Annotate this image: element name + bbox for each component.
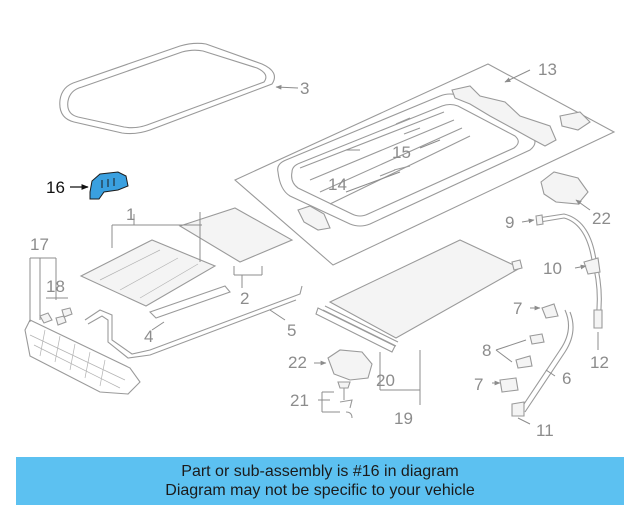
callout-19: 19 bbox=[394, 409, 413, 428]
callout-2: 2 bbox=[240, 289, 249, 308]
callout-14: 14 bbox=[328, 175, 347, 194]
callout-7-upper: 7 bbox=[513, 299, 522, 318]
drain-hose-part bbox=[521, 213, 603, 350]
callout-12: 12 bbox=[590, 353, 609, 372]
callout-13: 13 bbox=[538, 60, 557, 79]
shade-panel-part bbox=[79, 207, 294, 307]
sunshade-part bbox=[315, 239, 523, 405]
glass-panel-part bbox=[59, 42, 299, 135]
callout-15: 15 bbox=[392, 143, 411, 162]
callout-17: 17 bbox=[30, 235, 49, 254]
callout-16: 16 bbox=[46, 178, 65, 197]
callout-11: 11 bbox=[536, 421, 554, 440]
info-banner: Part or sub-assembly is #16 in diagram D… bbox=[16, 457, 624, 505]
parts-diagram: 3 13 15 14 16 1 17 18 2 4 5 9 22 10 7 8 … bbox=[24, 42, 616, 440]
callout-3: 3 bbox=[300, 79, 309, 98]
callout-4: 4 bbox=[144, 327, 153, 346]
part-16-highlighted[interactable] bbox=[70, 171, 129, 200]
drain-tube-part bbox=[492, 303, 574, 425]
callout-22-upper: 22 bbox=[592, 209, 611, 228]
banner-line-2: Diagram may not be specific to your vehi… bbox=[165, 482, 475, 499]
banner-line-1: Part or sub-assembly is #16 in diagram bbox=[181, 463, 459, 480]
wind-deflector-part bbox=[24, 257, 141, 395]
sunroof-frame-part bbox=[233, 63, 616, 266]
callout-9: 9 bbox=[505, 213, 514, 232]
guide-rails-part bbox=[84, 266, 303, 359]
callout-10: 10 bbox=[543, 259, 562, 278]
callout-6: 6 bbox=[562, 369, 571, 388]
screw-part bbox=[318, 381, 353, 419]
callout-1: 1 bbox=[126, 205, 135, 224]
callout-18: 18 bbox=[46, 277, 65, 296]
callout-5: 5 bbox=[287, 321, 296, 340]
callout-8: 8 bbox=[482, 341, 491, 360]
callout-labels: 3 13 15 14 16 1 17 18 2 4 5 9 22 10 7 8 … bbox=[30, 60, 611, 440]
callout-21: 21 bbox=[290, 391, 309, 410]
control-switch-part bbox=[314, 171, 591, 381]
callout-7-lower: 7 bbox=[474, 375, 483, 394]
callout-20: 20 bbox=[376, 371, 395, 390]
callout-22-lower: 22 bbox=[288, 353, 307, 372]
